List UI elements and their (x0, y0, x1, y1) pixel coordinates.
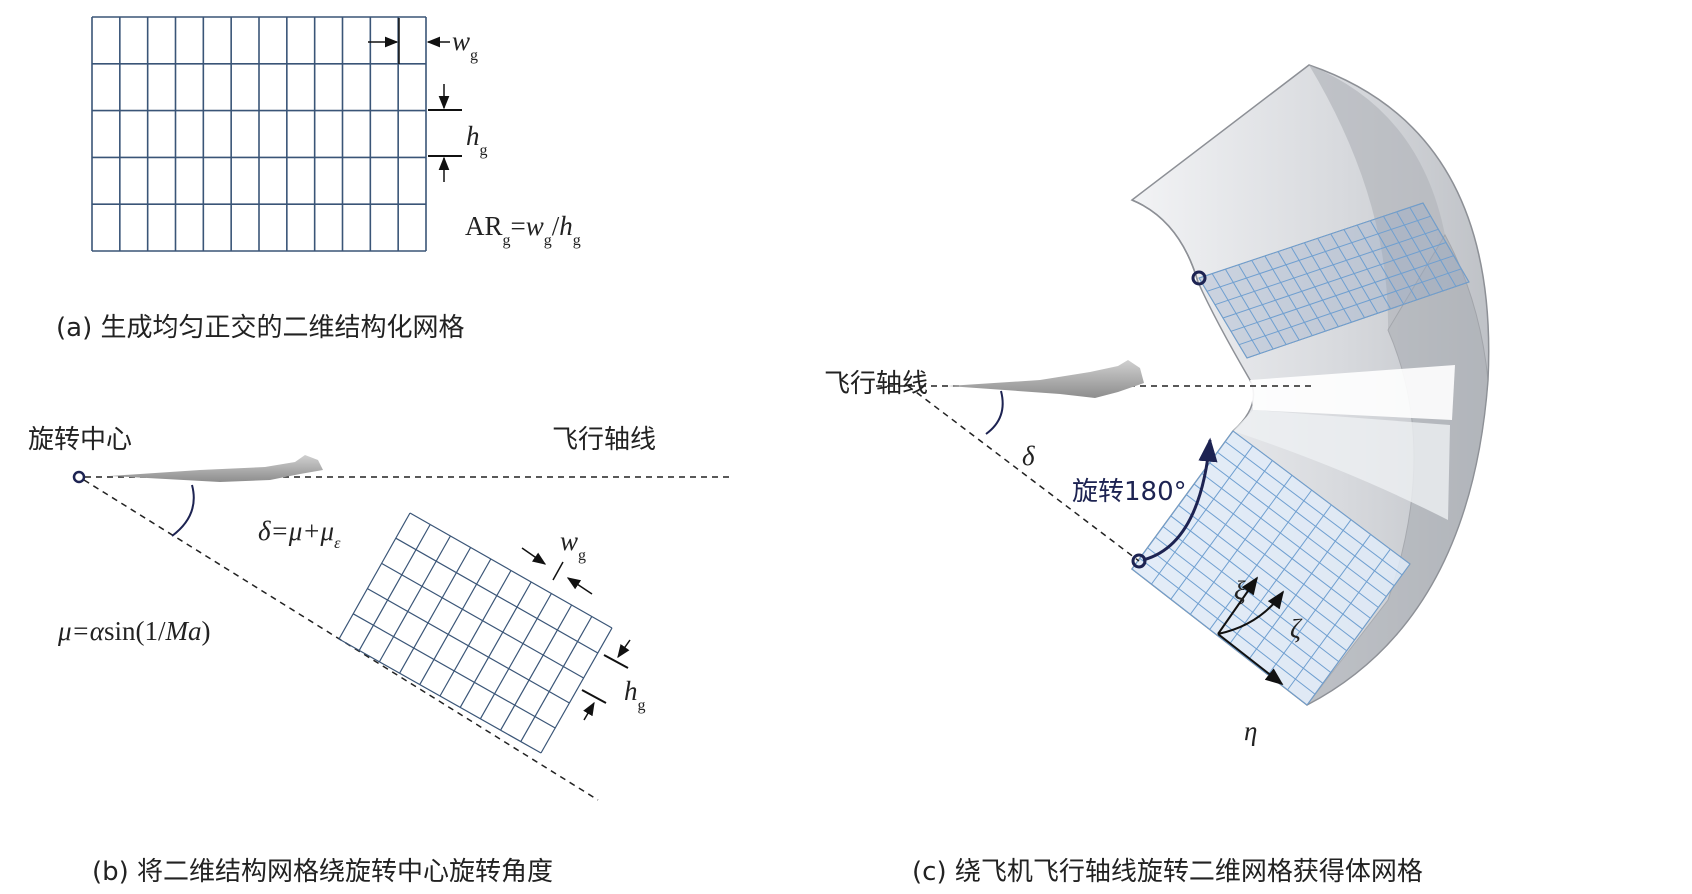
wg-dimension (368, 18, 450, 64)
aspect-ratio-formula: ARg=wg/hg (465, 211, 581, 249)
grid-line-horizontal (1230, 255, 1454, 332)
aircraft-icon (110, 455, 323, 482)
grid-line-horizontal (1178, 504, 1355, 641)
grid-line-horizontal (1147, 547, 1324, 684)
hg-dimension (428, 84, 462, 182)
grid-line-horizontal (1139, 557, 1316, 695)
grid-line-vertical (520, 616, 593, 742)
grid-line-vertical (1189, 475, 1293, 615)
grid-line-vertical (1287, 548, 1391, 691)
grid-line-horizontal (338, 638, 542, 754)
panel-b: 旋转中心 飞行轴线 δ=μ+με μ=αsin(1/Ma) wg hg (b) … (28, 425, 730, 887)
panel-c: 飞行轴线 δ 旋转180° ξ ζ η (c) 绕飞机飞行轴线旋转二维网 (824, 64, 1490, 887)
coordinate-axes (1217, 576, 1285, 686)
grid-line-vertical (1170, 460, 1273, 600)
rotation-arrow (1142, 437, 1218, 562)
grid-line-horizontal (1246, 281, 1470, 359)
grid-line-horizontal (1238, 268, 1462, 346)
grid-line-vertical (419, 558, 492, 685)
mesh-bottom (1131, 430, 1411, 706)
caption-b: (b) 将二维结构网格绕旋转中心旋转角度 (92, 857, 553, 887)
caption-c: (c) 绕飞机飞行轴线旋转二维网格获得体网格 (912, 857, 1423, 887)
grid-line-horizontal (381, 562, 584, 679)
rotation-center-marker (72, 470, 86, 484)
hg-label-b: hg (624, 676, 646, 714)
grid-origin-marker-top (1191, 270, 1207, 286)
delta-label: δ (1022, 441, 1035, 471)
grid-line-vertical (439, 570, 512, 697)
grid-line-horizontal (409, 512, 613, 629)
panel-a: wg hg ARg=wg/hg (a) 生成均匀正交的二维结构化网格 (56, 16, 581, 343)
grid-line-vertical (1228, 504, 1332, 645)
hg-dimension-b (581, 639, 631, 721)
zeta-label: ζ (1290, 614, 1303, 644)
wg-label: wg (452, 26, 478, 64)
delta-arc (985, 390, 1004, 435)
grid-line-horizontal (1209, 462, 1387, 597)
grid-line-vertical (358, 524, 431, 651)
grid-line-horizontal (1193, 483, 1371, 619)
xi-label: ξ (1234, 576, 1246, 606)
grid-line-vertical (500, 604, 573, 731)
wg-dimension-b (521, 547, 593, 595)
grid-line-horizontal (1155, 536, 1332, 673)
rotated-mesh-top (1198, 202, 1470, 359)
grid-line-vertical (540, 627, 613, 754)
grid-line-vertical (459, 581, 532, 708)
caption-a: (a) 生成均匀正交的二维结构化网格 (56, 313, 465, 343)
grid-origin-marker-bottom (1131, 553, 1147, 569)
eta-label: η (1244, 716, 1257, 746)
grid-line-vertical (378, 535, 451, 663)
angle-arc (171, 484, 195, 537)
grid-line-horizontal (367, 588, 570, 704)
flight-axis-label: 飞行轴线 (552, 425, 656, 455)
grid-line-horizontal (1186, 494, 1363, 630)
grid-line-vertical (399, 547, 472, 674)
mach-angle-formula: μ=αsin(1/Ma) (57, 616, 210, 646)
rotation-center-label: 旋转中心 (28, 425, 132, 455)
grid-line-vertical (338, 512, 411, 640)
grid-line-horizontal (352, 613, 556, 729)
grid-line-vertical (1267, 534, 1372, 676)
grid-line-vertical (1209, 489, 1313, 630)
grid-line-horizontal (1170, 515, 1347, 652)
wg-label-b: wg (560, 526, 586, 564)
grid-line-vertical (1306, 563, 1411, 706)
hg-label: hg (466, 121, 488, 159)
grid-line-vertical (1248, 519, 1352, 660)
grid-line-horizontal (1214, 228, 1439, 306)
delta-formula: δ=μ+με (258, 516, 341, 552)
grid-line-horizontal (1224, 441, 1403, 576)
grid-line-vertical (1151, 445, 1254, 585)
grid-line-horizontal (1198, 202, 1424, 279)
grid-line-horizontal (1206, 215, 1431, 292)
grid-line-horizontal (1217, 451, 1395, 587)
rotated-grid-2d (338, 512, 613, 754)
grid-line-horizontal (395, 537, 599, 654)
rotated-axis-line-c (907, 385, 1140, 562)
aircraft-icon-c (948, 360, 1144, 398)
grid-line-horizontal (1201, 473, 1379, 608)
flight-axis-label-c: 飞行轴线 (824, 369, 928, 399)
grid-line-horizontal (1232, 430, 1411, 565)
grid-line-horizontal (1222, 242, 1447, 319)
grid-line-vertical (479, 593, 552, 720)
rotate-180-label: 旋转180° (1072, 477, 1187, 507)
structured-grid-2d (91, 16, 427, 252)
